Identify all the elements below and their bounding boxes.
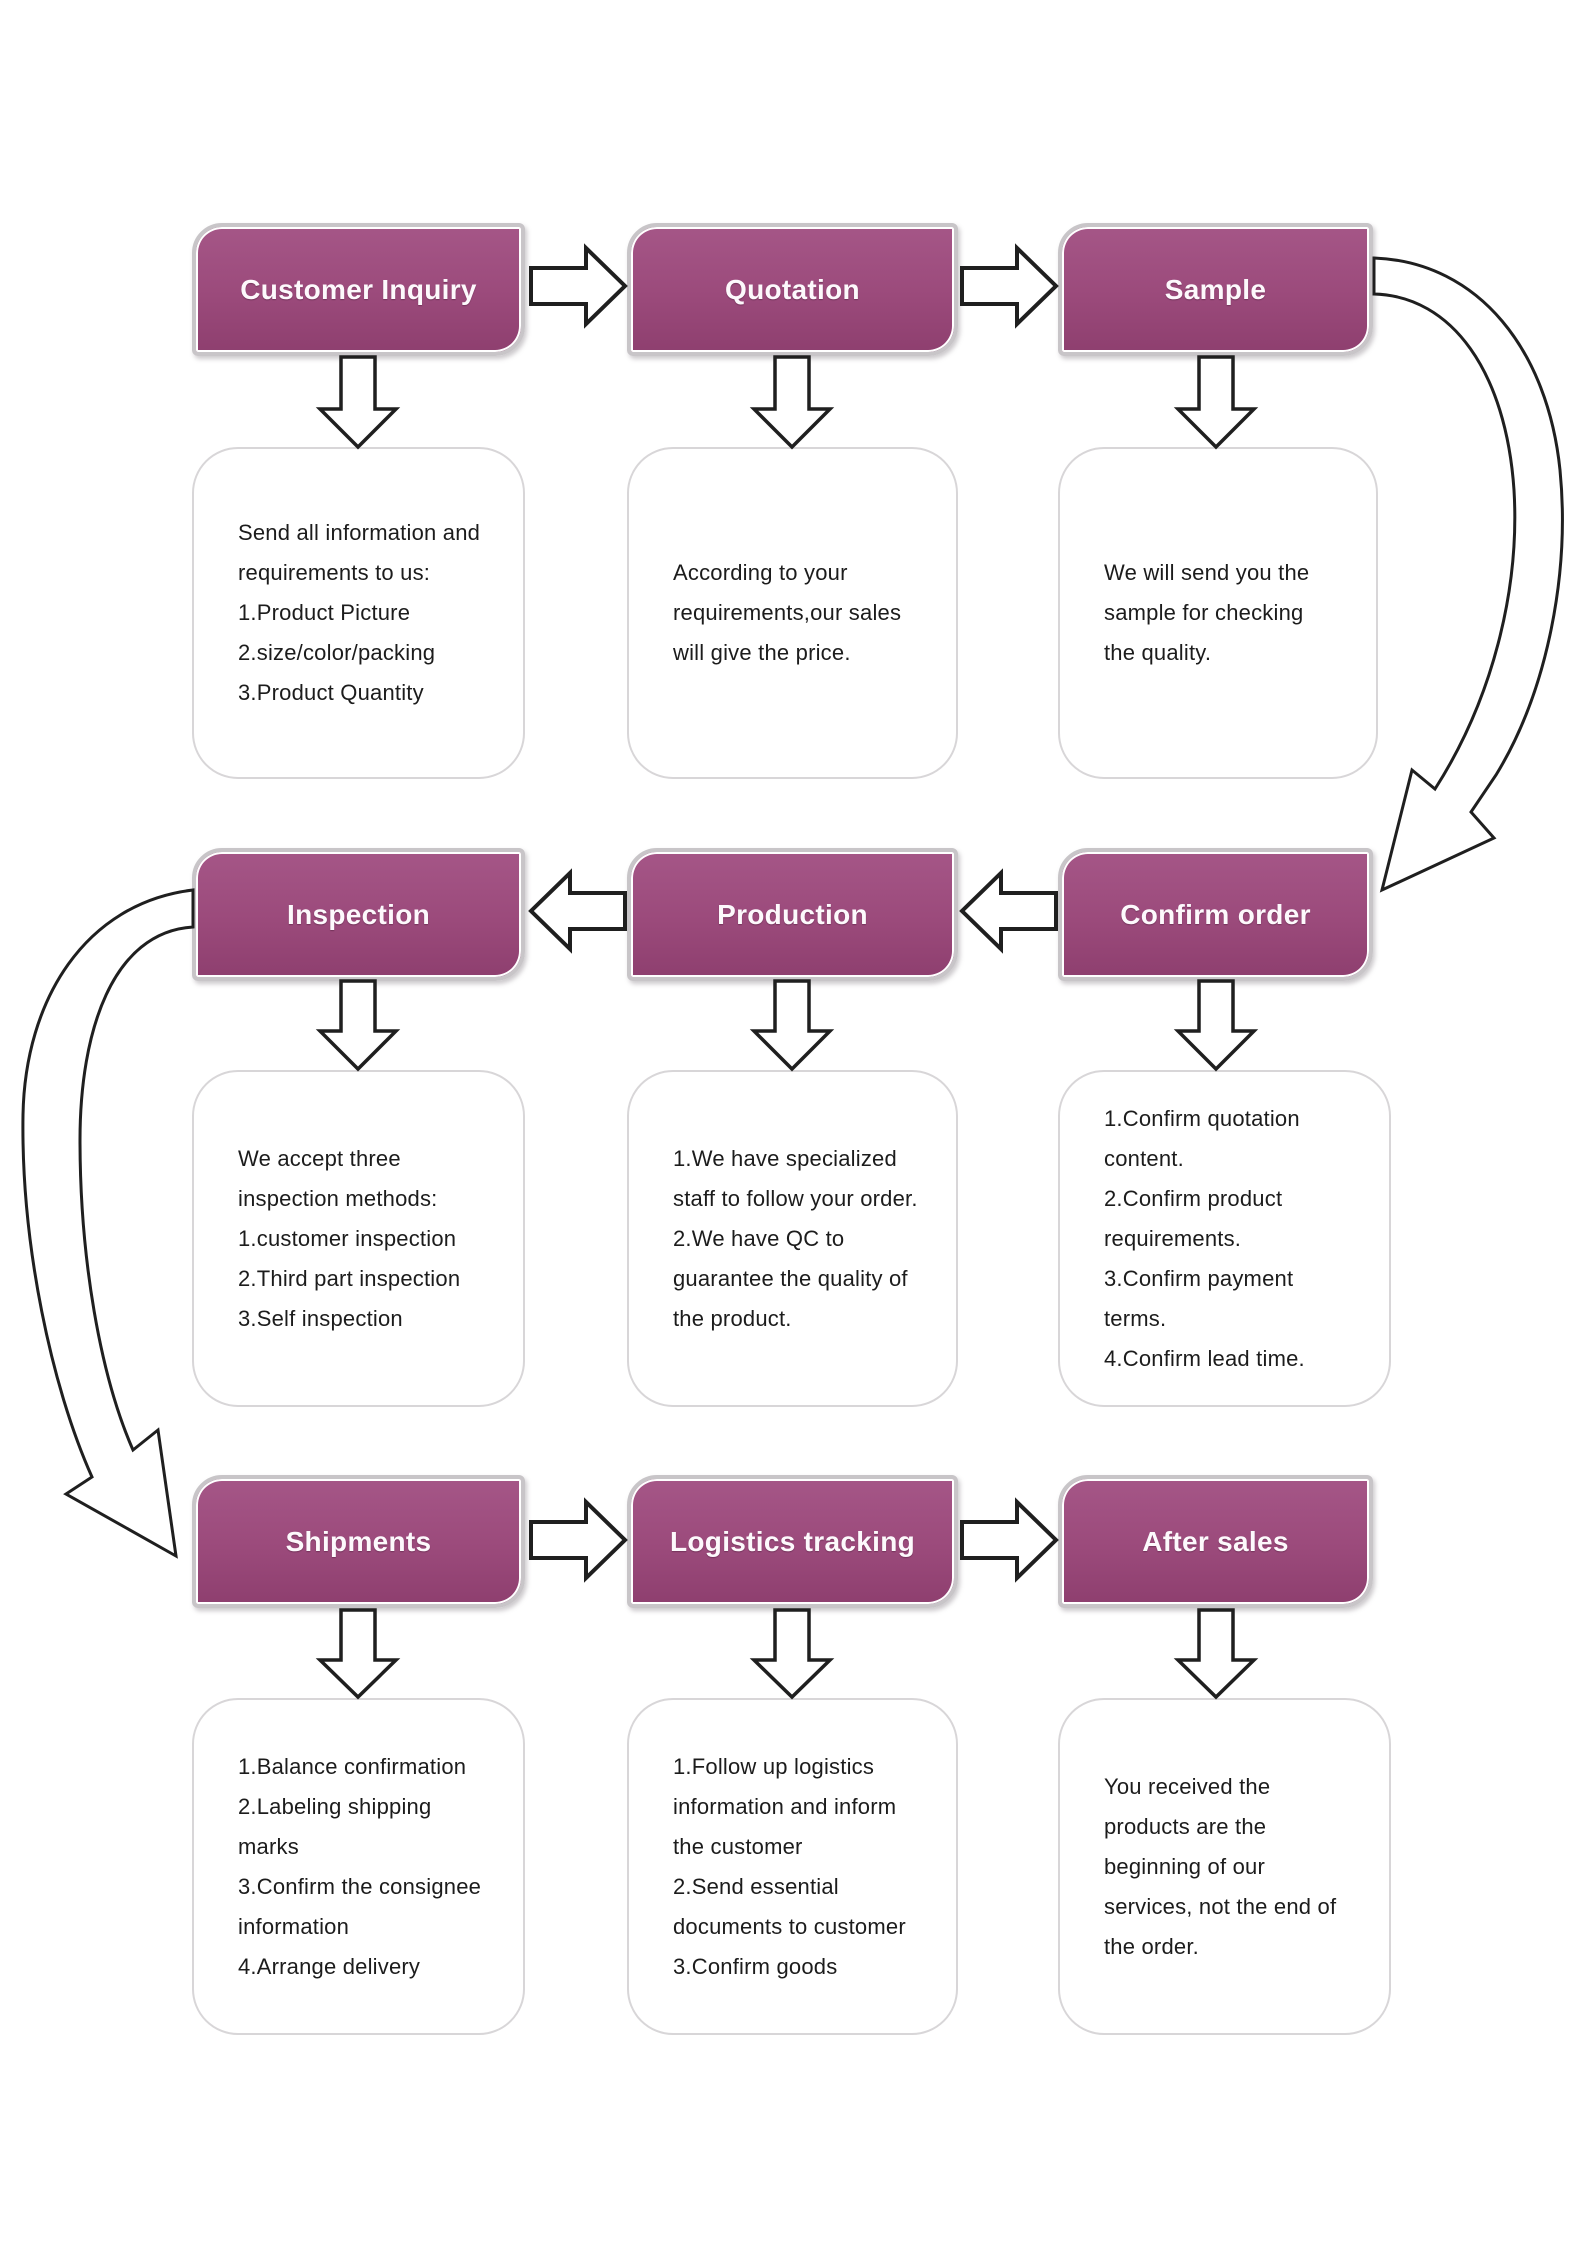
node-quotation: Quotation bbox=[627, 223, 958, 356]
note-logistics-tracking: 1.Follow up logistics information and in… bbox=[627, 1698, 958, 2035]
node-confirm-order: Confirm order bbox=[1058, 848, 1373, 981]
arrow-confirm-order-to-production bbox=[959, 868, 1058, 954]
note-text: 1.Confirm quotation content. 2.Confirm p… bbox=[1104, 1105, 1305, 1371]
node-after-sales: After sales bbox=[1058, 1475, 1373, 1608]
note-shipments: 1.Balance confirmation 2.Labeling shippi… bbox=[192, 1698, 525, 2035]
note-quotation: According to your requirements,our sales… bbox=[627, 447, 958, 779]
arrow-logistics-tracking-to-note bbox=[749, 1608, 835, 1700]
note-text: We will send you the sample for checking… bbox=[1104, 560, 1310, 665]
note-text: Send all information and requirements to… bbox=[238, 520, 481, 705]
arrow-production-to-note bbox=[749, 979, 835, 1072]
node-sample: Sample bbox=[1058, 223, 1373, 356]
arrow-confirm-order-to-note bbox=[1173, 979, 1259, 1072]
note-confirm-order: 1.Confirm quotation content. 2.Confirm p… bbox=[1058, 1070, 1391, 1407]
node-title: Confirm order bbox=[1120, 898, 1311, 930]
note-customer-inquiry: Send all information and requirements to… bbox=[192, 447, 525, 779]
curved-arrow-sample-to-confirm-order bbox=[1372, 256, 1564, 893]
arrow-quotation-to-sample bbox=[960, 243, 1059, 329]
node-title: Inspection bbox=[286, 898, 430, 930]
note-text: 1.Balance confirmation 2.Labeling shippi… bbox=[238, 1753, 482, 1979]
node-shipments: Shipments bbox=[192, 1475, 525, 1608]
note-text: 1.Follow up logistics information and in… bbox=[673, 1753, 906, 1979]
arrow-logistics-tracking-to-after-sales bbox=[960, 1497, 1059, 1583]
curved-arrow-inspection-to-shipments bbox=[21, 888, 195, 1559]
node-inspection: Inspection bbox=[192, 848, 525, 981]
node-title: Production bbox=[717, 898, 868, 930]
arrow-production-to-inspection bbox=[528, 868, 627, 954]
node-production: Production bbox=[627, 848, 958, 981]
arrow-customer-inquiry-to-quotation bbox=[529, 243, 628, 329]
arrow-after-sales-to-note bbox=[1173, 1608, 1259, 1700]
node-customer-inquiry: Customer Inquiry bbox=[192, 223, 525, 356]
arrow-customer-inquiry-to-note bbox=[315, 355, 401, 450]
note-text: According to your requirements,our sales… bbox=[673, 560, 902, 665]
node-title: After sales bbox=[1142, 1525, 1289, 1557]
node-title: Logistics tracking bbox=[669, 1525, 915, 1557]
arrow-shipments-to-note bbox=[315, 1608, 401, 1700]
arrow-quotation-to-note bbox=[749, 355, 835, 450]
node-title: Quotation bbox=[725, 273, 860, 305]
node-title: Shipments bbox=[285, 1525, 432, 1557]
node-title: Sample bbox=[1164, 273, 1267, 305]
note-production: 1.We have specialized staff to follow yo… bbox=[627, 1070, 958, 1407]
arrow-sample-to-note bbox=[1173, 355, 1259, 450]
note-inspection: We accept three inspection methods: 1.cu… bbox=[192, 1070, 525, 1407]
arrow-shipments-to-logistics-tracking bbox=[529, 1497, 628, 1583]
arrow-inspection-to-note bbox=[315, 979, 401, 1072]
note-text: 1.We have specialized staff to follow yo… bbox=[673, 1145, 918, 1331]
node-title: Customer Inquiry bbox=[240, 273, 477, 305]
note-after-sales: You received the products are the beginn… bbox=[1058, 1698, 1391, 2035]
note-text: We accept three inspection methods: 1.cu… bbox=[238, 1145, 461, 1331]
node-logistics-tracking: Logistics tracking bbox=[627, 1475, 958, 1608]
note-text: You received the products are the beginn… bbox=[1104, 1773, 1337, 1959]
note-sample: We will send you the sample for checking… bbox=[1058, 447, 1378, 779]
